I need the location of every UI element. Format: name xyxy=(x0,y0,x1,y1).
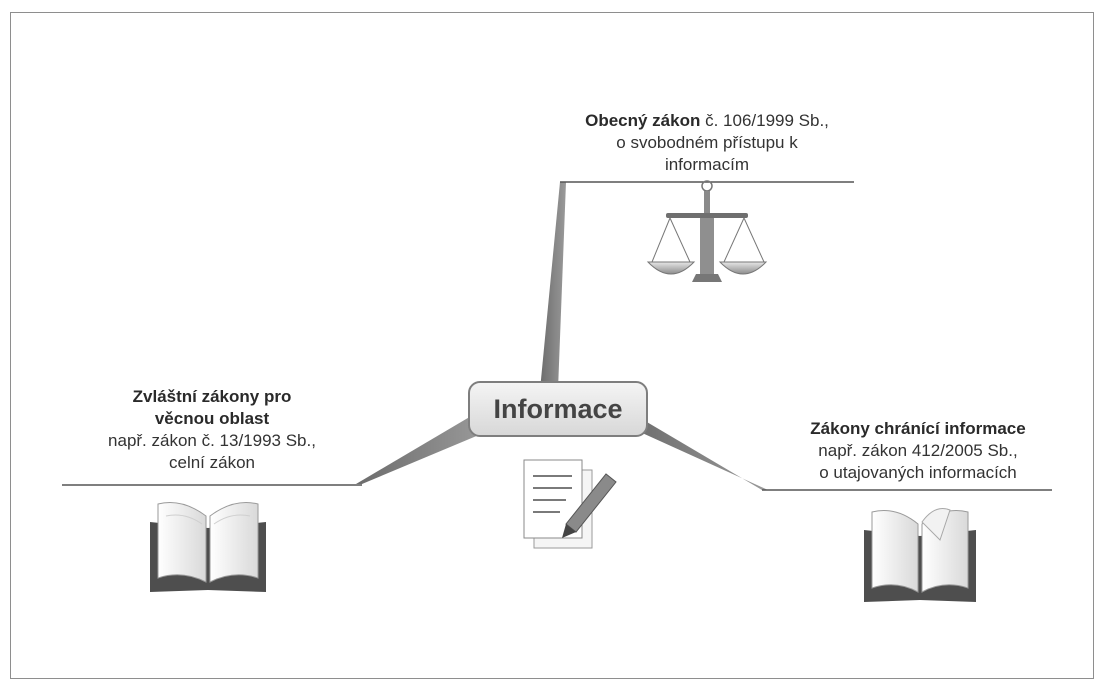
left-branch-title2: věcnou oblast xyxy=(154,409,270,428)
right-branch-line2: např. zákon 412/2005 Sb., xyxy=(818,441,1018,460)
left-branch-title1: Zvláštní zákony pro xyxy=(132,387,292,406)
right-branch-title: Zákony chránící informace xyxy=(810,419,1026,438)
top-branch-label: Obecný zákon č. 106/1999 Sb., o svobodné… xyxy=(552,110,862,176)
left-branch-line4: celní zákon xyxy=(169,453,255,472)
book-icon-right xyxy=(864,508,976,602)
central-node-label: Informace xyxy=(493,393,623,424)
left-branch-line3: např. zákon č. 13/1993 Sb., xyxy=(108,431,316,450)
right-branch-line3: o utajovaných informacích xyxy=(819,463,1017,482)
central-node: Informace xyxy=(468,381,648,437)
top-branch-title-rest: č. 106/1999 Sb., xyxy=(700,111,829,130)
top-branch-line3: informacím xyxy=(664,155,750,174)
document-pen-icon xyxy=(523,459,617,549)
left-branch-label: Zvláštní zákony pro věcnou oblast např. … xyxy=(66,386,358,474)
scales-icon xyxy=(646,180,768,282)
book-icon xyxy=(150,502,266,592)
branch-top xyxy=(540,182,566,390)
branch-left xyxy=(356,412,486,484)
right-branch-label: Zákony chránící informace např. zákon 41… xyxy=(772,418,1064,484)
top-branch-title: Obecný zákon xyxy=(585,111,701,130)
branch-right xyxy=(630,412,768,490)
top-branch-line2: o svobodném přístupu k xyxy=(616,133,798,152)
